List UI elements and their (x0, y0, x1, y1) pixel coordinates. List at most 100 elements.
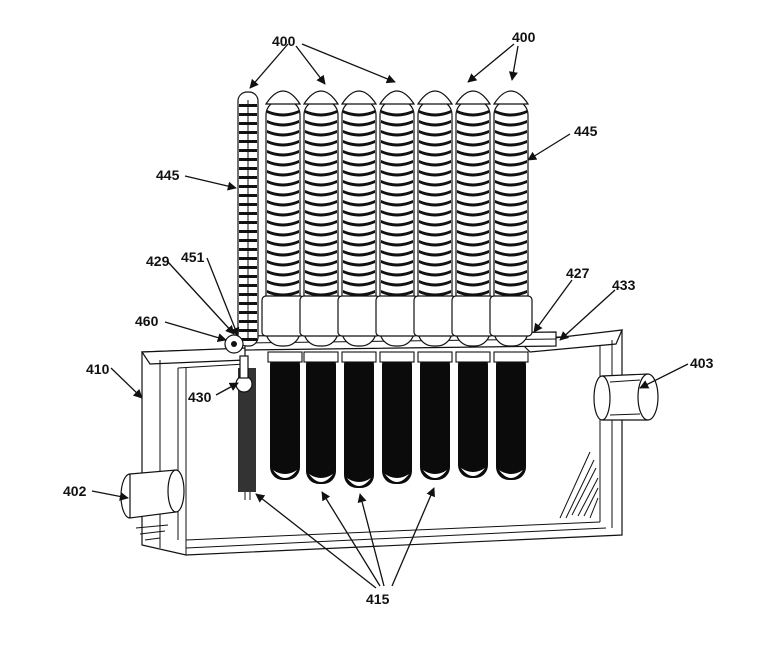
fin (305, 150, 337, 157)
inlet-pipe-402 (120, 469, 185, 541)
fin (239, 176, 257, 179)
fin (419, 200, 451, 207)
fin (457, 140, 489, 147)
fin (495, 200, 527, 207)
fin (239, 194, 257, 197)
fin (239, 149, 257, 152)
label-403: 403 (690, 355, 714, 371)
fin (495, 260, 527, 267)
fin (381, 150, 413, 157)
label-433: 433 (612, 277, 636, 293)
fin (239, 158, 257, 161)
fin (305, 200, 337, 207)
fin (239, 257, 257, 260)
fin (495, 280, 527, 287)
fin (267, 260, 299, 267)
fin (343, 130, 375, 137)
fin (457, 290, 489, 297)
fin (343, 180, 375, 187)
fin (343, 210, 375, 217)
fin (267, 130, 299, 137)
fin (381, 250, 413, 257)
fin (239, 230, 257, 233)
label-445-right: 445 (574, 123, 598, 139)
fin (343, 190, 375, 197)
fin (305, 140, 337, 147)
fin (457, 190, 489, 197)
fin (495, 110, 527, 117)
fin (267, 160, 299, 167)
fin (495, 160, 527, 167)
fin (457, 240, 489, 247)
fin (267, 140, 299, 147)
fin (343, 270, 375, 277)
fin (495, 220, 527, 227)
fin (381, 290, 413, 297)
fin (239, 329, 257, 332)
fin (343, 240, 375, 247)
fin (267, 120, 299, 127)
label-427: 427 (566, 265, 590, 281)
label-430: 430 (188, 389, 212, 405)
fin (343, 110, 375, 117)
fin (239, 320, 257, 323)
fin (267, 180, 299, 187)
fin (343, 150, 375, 157)
fin (343, 290, 375, 297)
fin (239, 104, 257, 107)
fin (495, 130, 527, 137)
fin (381, 210, 413, 217)
fin (419, 190, 451, 197)
fin (305, 160, 337, 167)
fin (419, 250, 451, 257)
fin (343, 140, 375, 147)
fin (457, 280, 489, 287)
fin (239, 239, 257, 242)
label-400-right: 400 (512, 29, 536, 45)
fin (381, 120, 413, 127)
fin (495, 270, 527, 277)
fin (267, 150, 299, 157)
fin (419, 260, 451, 267)
label-429: 429 (146, 253, 170, 269)
fin (343, 220, 375, 227)
label-400-left: 400 (272, 33, 296, 49)
fin (457, 260, 489, 267)
fin (381, 160, 413, 167)
fin (267, 220, 299, 227)
valve-assembly (224, 334, 253, 393)
fin (457, 210, 489, 217)
fin (495, 210, 527, 217)
fin (343, 260, 375, 267)
fin (305, 250, 337, 257)
fin (267, 270, 299, 277)
fin (239, 284, 257, 287)
fin (457, 220, 489, 227)
fin (495, 170, 527, 177)
fin (239, 248, 257, 251)
fin (239, 131, 257, 134)
fin (305, 270, 337, 277)
fin (381, 180, 413, 187)
fin (457, 180, 489, 187)
fin (381, 280, 413, 287)
upper-columns (237, 90, 533, 347)
fin (381, 260, 413, 267)
fin (267, 190, 299, 197)
fin (495, 250, 527, 257)
fin (305, 190, 337, 197)
label-415: 415 (366, 591, 390, 607)
fin (495, 240, 527, 247)
fin (495, 140, 527, 147)
fin (419, 150, 451, 157)
fin (239, 203, 257, 206)
fin (457, 200, 489, 207)
fin (267, 210, 299, 217)
fin (305, 130, 337, 137)
fin (343, 230, 375, 237)
fin (419, 220, 451, 227)
fin (343, 160, 375, 167)
fin (239, 293, 257, 296)
fin (457, 250, 489, 257)
fin (239, 140, 257, 143)
